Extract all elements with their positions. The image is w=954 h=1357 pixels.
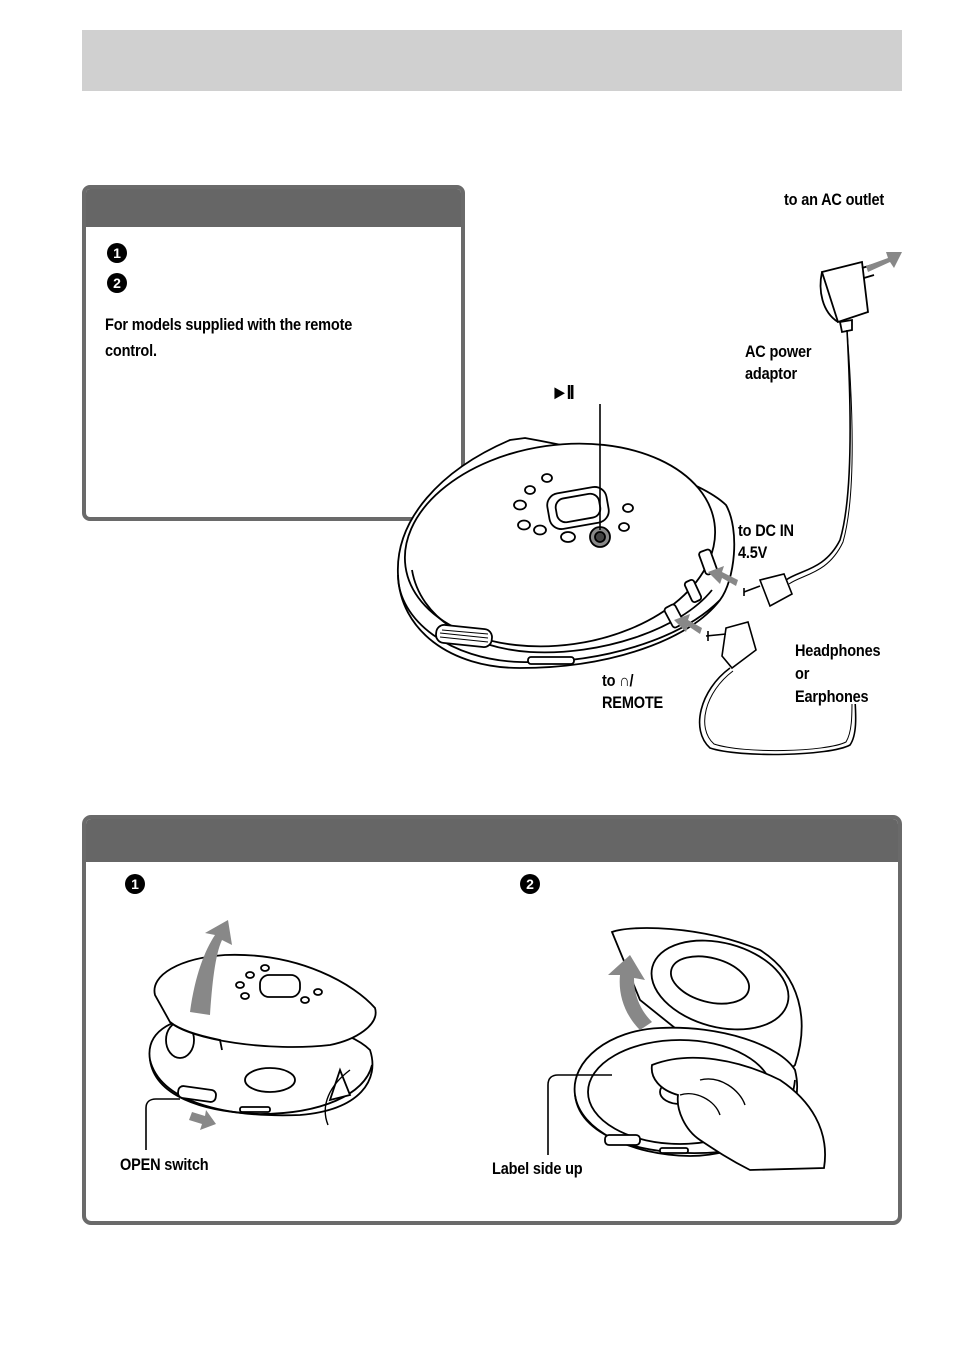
step1-panel-header xyxy=(86,189,461,227)
step1-number-1: 1 xyxy=(107,243,127,263)
hand-drawing xyxy=(650,1056,826,1171)
step1-panel xyxy=(82,185,465,521)
dc-in-arrow-icon xyxy=(708,566,738,586)
open-lid-drawing xyxy=(148,953,377,1117)
open-switch-pointer xyxy=(145,1098,180,1150)
label-side-pointer xyxy=(547,1074,612,1155)
remote-label-line2: REMOTE xyxy=(602,694,664,712)
insert-cd-arrow-icon xyxy=(608,955,652,1030)
cord-gap xyxy=(840,684,858,704)
ac-outlet-arrow-icon xyxy=(866,252,902,272)
slide-switch-arrow-icon xyxy=(189,1110,216,1130)
headphones-label-line3: Earphones xyxy=(795,688,869,706)
dc-in-label-line2: 4.5V xyxy=(738,544,768,562)
ac-adaptor-drawing xyxy=(819,260,875,334)
play-pause-icon: ►II xyxy=(551,382,575,404)
step2-number-2: 2 xyxy=(520,874,540,894)
adaptor-cord xyxy=(785,329,851,581)
page-header-band xyxy=(82,30,902,91)
step1-note-line1: For models supplied with the remote xyxy=(105,316,353,334)
cd-player-drawing xyxy=(397,437,736,669)
step1-note-line2: control. xyxy=(105,342,157,360)
headphone-cord xyxy=(698,667,857,756)
headphones-label-line1: Headphones xyxy=(795,642,881,660)
dc-in-label-line1: to DC IN xyxy=(738,522,794,540)
ac-adaptor-label-line1: AC power xyxy=(745,343,812,361)
lift-lid-arrow-icon xyxy=(190,920,232,1015)
step2-number-1: 1 xyxy=(125,874,145,894)
headphone-plug-icon xyxy=(705,621,757,670)
ac-outlet-label: to an AC outlet xyxy=(784,191,885,209)
open-switch-label: OPEN switch xyxy=(120,1156,209,1174)
step1-number-2: 2 xyxy=(107,273,127,293)
label-side-up-label: Label side up xyxy=(492,1160,583,1178)
remote-label-line1: to ∩/ xyxy=(602,672,634,690)
step2-panel-header xyxy=(86,819,898,862)
headphone-arrow-icon xyxy=(674,614,702,634)
ac-adaptor-label-line2: adaptor xyxy=(745,365,798,383)
headphones-label-line2: or xyxy=(795,665,810,683)
dc-plug-icon xyxy=(743,573,794,608)
